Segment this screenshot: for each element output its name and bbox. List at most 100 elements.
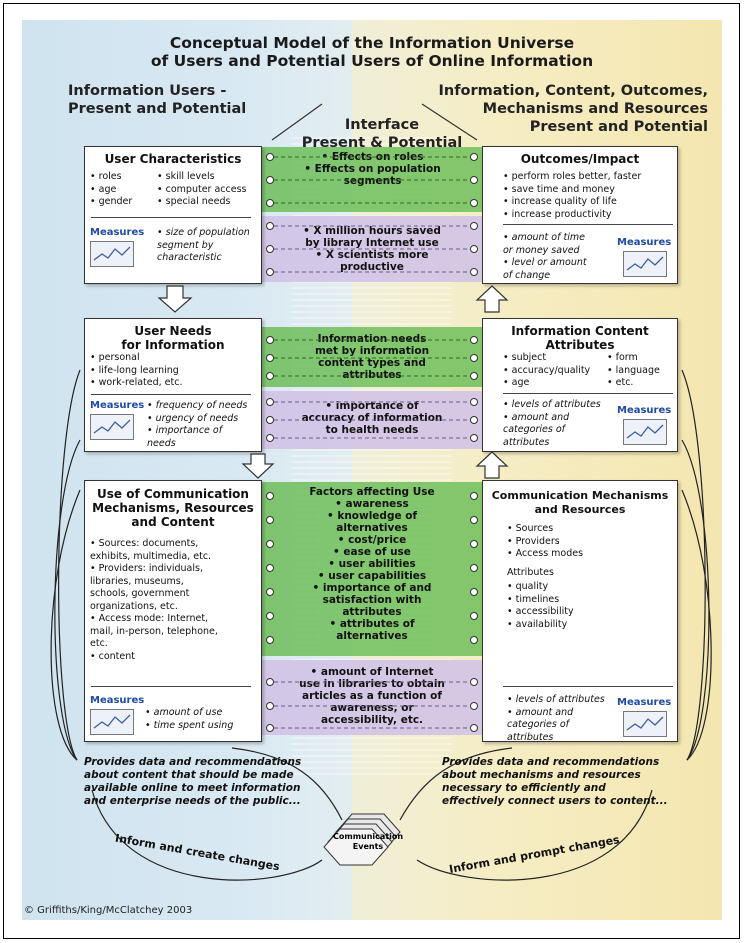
user-characteristics-col2: • skill levels • computer access • speci… [157, 171, 246, 209]
list-item: • work-related, etc. [90, 377, 183, 388]
connector-circle [266, 176, 274, 184]
connector-circle [470, 492, 478, 500]
band-text-line: • X million hours saved [303, 225, 441, 237]
list-item: • save time and money [503, 183, 615, 195]
communication-mechanisms-attributes-heading: Attributes [507, 567, 554, 578]
list-item: • language [607, 364, 660, 376]
band-importance-text: • importance of accuracy of information … [284, 400, 460, 436]
list-item: • increase quality of life [503, 196, 617, 207]
header-content-line: Mechanisms and Resources [482, 101, 708, 117]
interface-line-left [271, 103, 323, 141]
copyright-notice: © Griffiths/King/McClatchey 2003 [24, 905, 193, 916]
communication-mechanisms-attributes: • quality • timelines • accessibility • … [507, 581, 574, 631]
band-needs-met [262, 327, 482, 387]
header-interface-line: Interface [344, 117, 420, 133]
connector-circle [470, 588, 478, 596]
list-item: • gender [90, 196, 133, 207]
list-item: • levels of attributes [503, 399, 601, 410]
text-line: about content that should be made [84, 769, 294, 781]
measures-label: Measures [90, 695, 145, 706]
band-text-line: alternatives [336, 522, 408, 534]
line-graph-icon [626, 256, 664, 271]
connector-circle [266, 612, 274, 620]
header-content-line: Present and Potential [529, 119, 708, 135]
line-graph-icon [93, 419, 131, 434]
measures-label: Measures [617, 405, 672, 416]
content-attributes-measures: • levels of attributes • amount and cate… [503, 399, 601, 449]
connector-circle [266, 354, 274, 362]
band-text-line: • X scientists more [315, 249, 429, 261]
list-item: • special needs [157, 196, 231, 207]
connector-circle [266, 153, 274, 161]
band-internet-use [262, 660, 482, 735]
title-line: Information Content [511, 324, 649, 338]
list-item: • level or amount [503, 257, 587, 268]
content-attributes-col1: • subject • accuracy/quality • age [503, 352, 590, 390]
connector-circle [470, 678, 478, 686]
list-item: • content [90, 650, 135, 662]
label-line: Events [352, 842, 384, 851]
list-item: • urgency of needs [147, 412, 239, 424]
connector-circle [266, 416, 274, 424]
connector-circle [266, 336, 274, 344]
band-text-line: awareness, or [330, 702, 414, 714]
communication-mechanisms-measures: • levels of attributes • amount and cate… [507, 694, 605, 744]
connector-circle [470, 176, 478, 184]
connector-circle [470, 612, 478, 620]
connector-circle [470, 636, 478, 644]
connector-circle [266, 564, 274, 572]
list-item: characteristic [157, 252, 222, 263]
text-line: available online to meet information [84, 782, 301, 794]
divider [503, 393, 673, 394]
measures-label: Measures [90, 227, 145, 238]
connector-circle [266, 398, 274, 406]
flow-arrows [50, 285, 712, 881]
list-item: • etc. [607, 377, 634, 388]
connector-circle [266, 724, 274, 732]
diagram-poster: Conceptual Model of the Information Univ… [22, 20, 722, 920]
list-item: • amount of use [145, 707, 223, 718]
list-item: • age [503, 377, 530, 388]
list-item: categories of [503, 424, 565, 435]
list-item: of change [503, 269, 551, 281]
header-content-line: Information, Content, Outcomes, [438, 83, 709, 99]
list-item: • Providers: individuals, [90, 563, 203, 574]
user-characteristics-title: User Characteristics [104, 152, 242, 166]
communication-mechanisms-title: Communication Mechanisms and Resources [483, 489, 677, 517]
use-of-communication-box: Use of Communication Mechanisms, Resourc… [84, 480, 262, 742]
connector-circle [266, 702, 274, 710]
purple-arrows [274, 225, 470, 729]
list-item: • Access modes [507, 548, 584, 559]
divider [91, 686, 251, 687]
list-item: schools, government [90, 588, 190, 599]
list-item: • subject [503, 352, 547, 363]
chart-icon [623, 419, 667, 445]
band-arrows [274, 156, 470, 729]
connector-circle [470, 702, 478, 710]
header-users-line: Information Users - [68, 83, 227, 99]
communication-mechanisms-box: Communication Mechanisms and Resources •… [482, 480, 678, 744]
band-text-line: attributes [342, 606, 402, 618]
connector-circle [470, 416, 478, 424]
down-arrow-icon [241, 453, 275, 479]
chart-icon [623, 711, 667, 737]
band-internet-text: • amount of Internet use in libraries to… [284, 666, 460, 726]
list-item: categories of [507, 719, 569, 730]
connector-circle [266, 588, 274, 596]
list-item: • availability [507, 618, 568, 630]
outcomes-box: Outcomes/Impact • perform roles better, … [482, 146, 678, 284]
list-item: • increase productivity [503, 208, 612, 220]
title-line: and Resources [534, 503, 626, 516]
band-factors [262, 482, 482, 656]
communication-events-label: Communication Events [333, 832, 403, 852]
band-text-line: • user abilities [328, 558, 416, 570]
band-text-line: • Effects on population [304, 163, 441, 175]
band-text-line: • amount of Internet [310, 666, 434, 678]
band-text-line: accuracy of information [301, 412, 443, 424]
header-users-line: Present and Potential [68, 101, 247, 117]
text-line: about mechanisms and resources [442, 769, 641, 781]
feedback-curve-left [54, 439, 81, 761]
title-line: and Content [131, 515, 215, 529]
connector-circle [470, 222, 478, 230]
connector-circle [266, 268, 274, 276]
